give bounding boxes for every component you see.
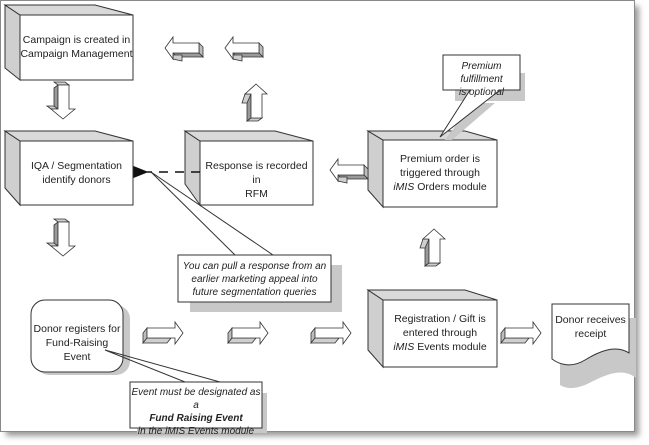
node-iqa-label: IQA / Segmentation identify donors: [20, 159, 133, 187]
node-registration-box: [366, 289, 498, 369]
callout-fund-raising-event: [104, 349, 267, 433]
node-premium-line3: iMIS Orders module: [383, 180, 497, 194]
node-donor-registers-line1: Donor registers for: [33, 323, 121, 335]
node-registration-line1: Registration / Gift is: [394, 313, 486, 325]
callout-event-line2: Fund Raising Event: [130, 412, 262, 425]
callout-pull-line2: earlier marketing appeal into: [191, 274, 318, 285]
fund-raising-event-bold: Fund Raising Event: [149, 413, 243, 424]
callout-premium-optional: [439, 54, 525, 140]
node-premium-line2: triggered through: [400, 167, 480, 179]
arrow-right-3-icon: [310, 320, 352, 346]
arrow-left-premium-icon: [329, 157, 369, 184]
node-response-line1: Response is recorded in: [205, 160, 308, 186]
arrow-right-2-icon: [227, 320, 269, 346]
callout-pull-line3: future segmentation queries: [192, 287, 317, 298]
node-campaign-label: Campaign is created in Campaign Manageme…: [20, 33, 133, 61]
callout-pull-response-text: You can pull a response from an earlier …: [178, 260, 331, 299]
node-campaign-line2: Campaign Management: [20, 48, 133, 60]
arrow-up-response-icon: [241, 83, 269, 122]
imis-italic: iMIS: [393, 341, 415, 353]
node-receipt-label: Donor receives receipt: [552, 313, 629, 341]
imis-italic: iMIS: [393, 181, 415, 193]
arrow-right-1-icon: [142, 320, 184, 346]
callout-event-line1: Event must be designated as a: [131, 387, 261, 411]
arrow-right-receipt-icon: [500, 320, 542, 346]
node-receipt-line2: receipt: [574, 328, 607, 340]
node-premium-line1: Premium order is: [400, 153, 480, 165]
node-donor-registers-box: [30, 299, 130, 375]
node-response-box: [183, 130, 314, 207]
arrow-left-2-icon: [224, 35, 264, 62]
callout-premium-optional-text: Premium fulfillment is optional: [443, 60, 520, 99]
node-iqa-box: [3, 130, 134, 207]
arrow-down-campaign-icon: [45, 81, 77, 120]
node-premium-line3-rest: Orders module: [414, 181, 487, 193]
node-response-line2: RFM: [245, 188, 268, 200]
node-campaign-line1: Campaign is created in: [22, 34, 131, 46]
node-receipt-document: [551, 303, 636, 389]
callout-fund-raising-event-text: Event must be designated as a Fund Raisi…: [130, 386, 262, 438]
node-registration-line3-rest: Events module: [414, 341, 487, 353]
callout-pull-line1: You can pull a response from an: [182, 261, 327, 272]
callout-premium-line2: is optional: [458, 87, 505, 98]
node-iqa-line2: identify donors: [42, 174, 111, 186]
node-registration-label: Registration / Gift is entered through i…: [383, 312, 497, 354]
arrow-left-1-icon: [164, 35, 204, 62]
node-iqa-line1: IQA / Segmentation: [30, 160, 123, 172]
node-donor-registers-line2: Fund-Raising Event: [45, 337, 109, 363]
arrow-down-iqa-icon: [45, 218, 77, 257]
node-premium-label: Premium order is triggered through iMIS …: [383, 152, 497, 194]
callout-premium-line1: Premium fulfillment: [460, 61, 503, 85]
node-donor-registers-label: Donor registers for Fund-Raising Event: [31, 322, 123, 364]
node-registration-line3: iMIS Events module: [383, 340, 497, 354]
node-receipt-line1: Donor receives: [555, 314, 626, 326]
node-registration-line2: entered through: [402, 327, 478, 339]
node-campaign-box: [3, 4, 134, 82]
node-response-label: Response is recorded in RFM: [200, 159, 313, 201]
callout-event-line3: in the iMIS Events module: [137, 426, 255, 437]
arrow-up-registration-icon: [419, 228, 447, 267]
